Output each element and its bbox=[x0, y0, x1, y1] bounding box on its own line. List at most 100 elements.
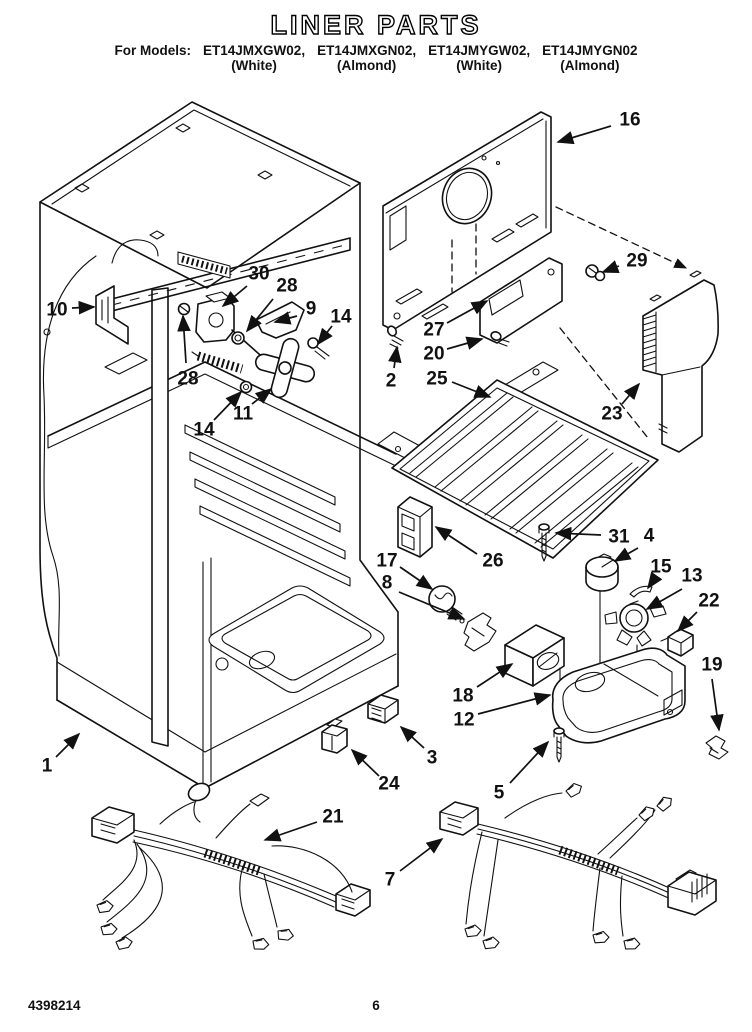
fan-bolt bbox=[239, 380, 253, 394]
model-color: (Almond) bbox=[560, 58, 620, 73]
callout-arrow-31 bbox=[554, 526, 602, 541]
callout-number-9: 9 bbox=[306, 299, 317, 320]
air-duct-art bbox=[642, 270, 719, 453]
callout-arrow-17 bbox=[399, 566, 434, 590]
callout-number-31: 31 bbox=[608, 527, 630, 548]
air-grille-bracket bbox=[479, 257, 563, 344]
model-entry: ET14JMYGW02, (White) bbox=[428, 43, 530, 73]
callout-arrow-23 bbox=[621, 382, 641, 405]
model-code: ET14JMXGW02, bbox=[203, 43, 306, 58]
damper-box-art bbox=[397, 496, 433, 558]
callout-number-28: 28 bbox=[177, 369, 198, 390]
part-24 bbox=[321, 724, 348, 754]
callout-arrow-29 bbox=[601, 260, 620, 273]
models-row: For Models: ET14JMXGW02, (White) ET14JMX… bbox=[0, 43, 752, 73]
callout-arrow-27 bbox=[446, 300, 489, 324]
panel-screws-art bbox=[386, 264, 606, 349]
wire-harness-left-art bbox=[91, 782, 371, 954]
callout-number-4: 4 bbox=[644, 526, 655, 547]
defrost-terminator bbox=[705, 735, 729, 760]
screw-20 bbox=[490, 331, 502, 341]
model-color: (Almond) bbox=[336, 58, 397, 73]
callout-number-25: 25 bbox=[426, 369, 448, 390]
callout-arrow-14 bbox=[213, 390, 243, 421]
callout-number-3: 3 bbox=[427, 748, 438, 769]
callout-arrow-7 bbox=[399, 837, 444, 872]
callout-arrow-2 bbox=[388, 345, 402, 369]
callout-number-21: 21 bbox=[322, 807, 344, 828]
callout-arrow-12 bbox=[477, 692, 552, 715]
callout-number-20: 20 bbox=[423, 344, 444, 365]
harness-connector bbox=[439, 801, 479, 836]
callout-number-19: 19 bbox=[701, 655, 722, 676]
callout-number-26: 26 bbox=[482, 551, 503, 572]
grommet bbox=[187, 782, 211, 802]
model-entry: ET14JMXGN02, (Almond) bbox=[317, 43, 416, 73]
callout-number-14: 14 bbox=[330, 307, 352, 328]
callout-arrow-20 bbox=[446, 336, 484, 350]
callout-number-15: 15 bbox=[650, 557, 672, 578]
callout-arrow-19 bbox=[710, 678, 724, 732]
motor-nut bbox=[231, 331, 245, 345]
callout-number-12: 12 bbox=[453, 710, 474, 731]
callout-number-22: 22 bbox=[698, 591, 719, 612]
page-title-art: LINER PARTS bbox=[270, 10, 481, 41]
bulb-socket bbox=[463, 612, 497, 652]
doc-number: 4398214 bbox=[28, 998, 81, 1013]
harness-connector bbox=[335, 883, 371, 917]
fan-blade bbox=[254, 337, 316, 399]
model-code: ET14JMYGN02 bbox=[542, 43, 638, 58]
callout-number-24: 24 bbox=[378, 774, 400, 795]
callout-arrow-26 bbox=[434, 526, 478, 555]
control-tray-art bbox=[551, 647, 686, 763]
callout-arrow-13 bbox=[645, 588, 683, 610]
fan-screw bbox=[307, 337, 319, 349]
callout-arrow-9 bbox=[273, 311, 298, 325]
callout-number-11: 11 bbox=[233, 404, 254, 425]
fan-opening bbox=[441, 167, 493, 225]
liner-cabinet-art bbox=[39, 101, 399, 789]
callout-number-5: 5 bbox=[494, 783, 505, 804]
model-color: (White) bbox=[456, 58, 503, 73]
model-color: (White) bbox=[231, 58, 277, 73]
callout-arrow-18 bbox=[476, 663, 514, 688]
callout-arrow-30 bbox=[221, 285, 248, 308]
support-bracket bbox=[95, 285, 129, 345]
callout-number-13: 13 bbox=[681, 566, 702, 587]
callout-arrow-28 bbox=[245, 298, 274, 333]
callouts-layer: 1234578910111213141415161718192021222324… bbox=[42, 110, 724, 891]
rear-panel-art bbox=[382, 111, 688, 439]
callout-number-17: 17 bbox=[376, 551, 397, 572]
part-3 bbox=[367, 694, 399, 724]
model-entry: ET14JMXGW02, (White) bbox=[203, 43, 305, 73]
callout-number-10: 10 bbox=[46, 300, 67, 321]
callout-number-29: 29 bbox=[626, 251, 647, 272]
callout-number-2: 2 bbox=[386, 371, 397, 392]
callout-arrow-11 bbox=[251, 387, 273, 405]
fan-motor bbox=[195, 296, 235, 343]
callout-number-27: 27 bbox=[423, 320, 444, 341]
spring-clip bbox=[629, 585, 653, 598]
callout-arrow-15 bbox=[647, 571, 663, 590]
callout-number-18: 18 bbox=[452, 686, 473, 707]
callout-number-30: 30 bbox=[248, 264, 269, 285]
callout-arrow-3 bbox=[399, 725, 425, 749]
callout-number-8: 8 bbox=[382, 573, 393, 594]
light-bulb bbox=[428, 585, 456, 613]
diagram-header: LINER PARTS For Models: ET14JMXGW02, (Wh… bbox=[0, 10, 752, 73]
callout-arrow-24 bbox=[350, 748, 380, 777]
models-label: For Models: bbox=[114, 43, 192, 58]
screw-2 bbox=[386, 325, 398, 337]
page-title: LINER PARTS bbox=[270, 10, 481, 40]
model-code: ET14JMYGW02, bbox=[428, 43, 531, 58]
evaporator-plate-art bbox=[377, 361, 659, 559]
callout-number-14: 14 bbox=[193, 420, 215, 441]
model-code: ET14JMXGN02, bbox=[317, 43, 417, 58]
callout-arrow-22 bbox=[676, 611, 698, 633]
small-parts-art bbox=[321, 694, 399, 754]
callout-arrow-4 bbox=[613, 547, 639, 562]
screw-31-art bbox=[538, 523, 550, 562]
model-entry: ET14JMYGN02 (Almond) bbox=[542, 43, 637, 73]
